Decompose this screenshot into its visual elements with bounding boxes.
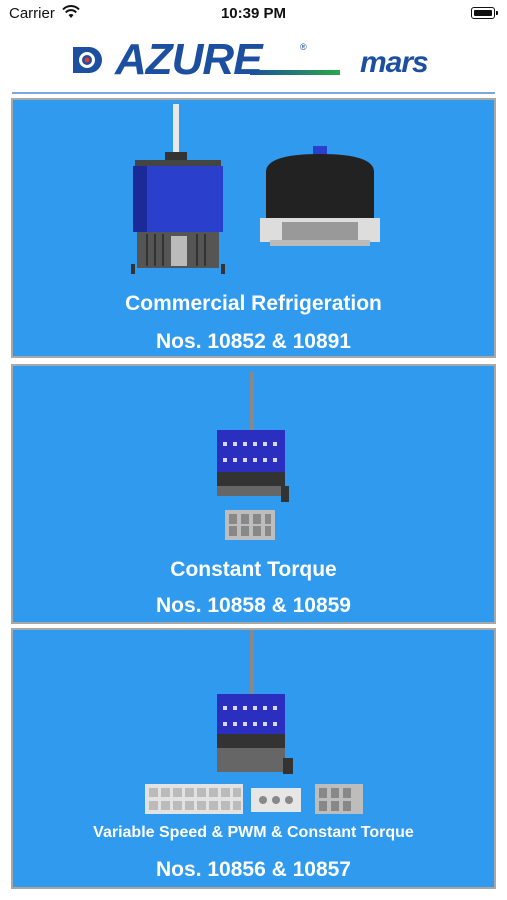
motor-image	[217, 630, 293, 774]
header: AZURE ® mars	[0, 32, 507, 90]
card-variable-speed[interactable]: Variable Speed & PWM & Constant Torque N…	[13, 630, 494, 887]
card-commercial-refrigeration[interactable]: Commercial Refrigeration Nos. 10852 & 10…	[13, 100, 494, 356]
clock: 10:39 PM	[220, 5, 287, 22]
connector-image	[145, 784, 363, 814]
motor-image	[217, 372, 289, 540]
azure-logo: AZURE	[115, 35, 263, 84]
battery-icon	[471, 7, 498, 19]
brand-badge-icon	[73, 47, 102, 73]
logo-underline	[250, 70, 340, 75]
card-title: Constant Torque	[170, 558, 337, 581]
status-bar: Carrier 10:39 PM	[0, 0, 507, 28]
wifi-icon	[62, 5, 80, 18]
card-subtitle: Nos. 10852 & 10891	[156, 330, 351, 353]
card-constant-torque[interactable]: Constant Torque Nos. 10858 & 10859	[13, 366, 494, 622]
card-subtitle: Nos. 10856 & 10857	[156, 858, 351, 881]
mars-logo: mars	[360, 46, 429, 79]
header-divider	[12, 92, 495, 94]
carrier-label: Carrier	[9, 5, 55, 22]
card-title: Variable Speed & PWM & Constant Torque	[93, 824, 414, 841]
motor-image	[131, 104, 225, 274]
registered-mark: ®	[300, 42, 307, 52]
card-title: Commercial Refrigeration	[125, 292, 382, 315]
card-subtitle: Nos. 10858 & 10859	[156, 594, 351, 617]
